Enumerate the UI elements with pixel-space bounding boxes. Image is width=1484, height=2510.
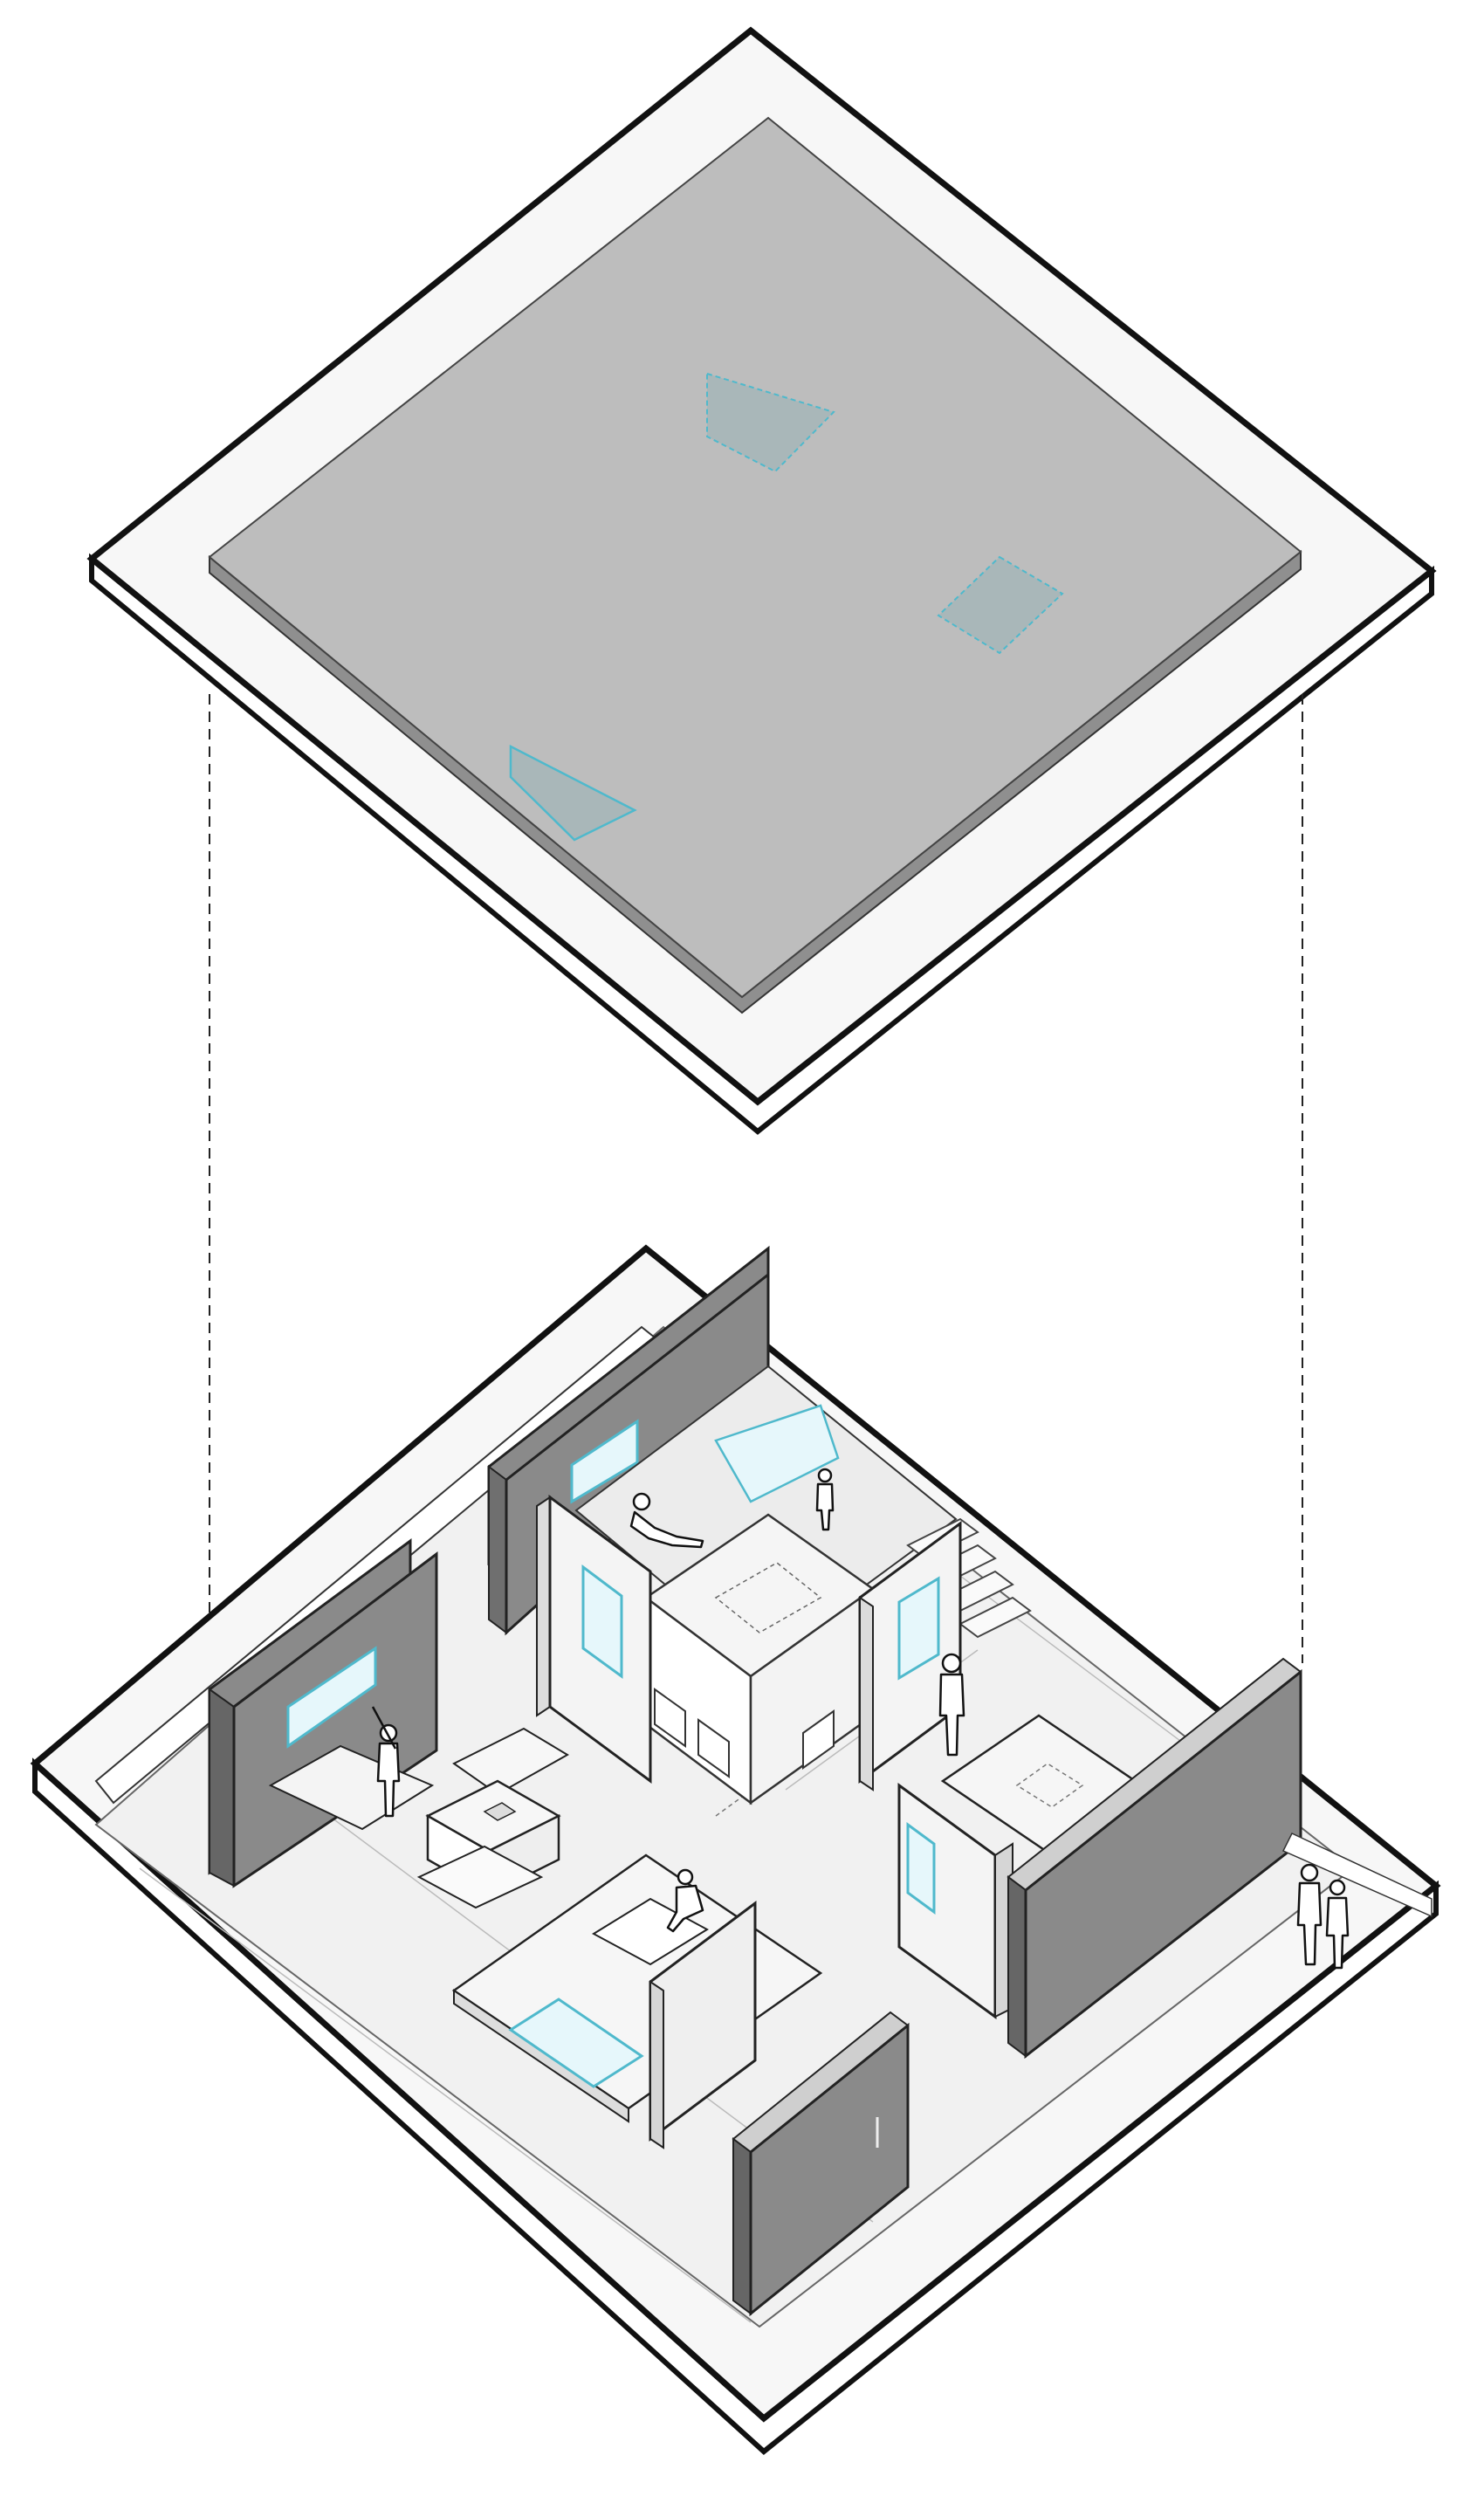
skylight-icon <box>706 372 835 473</box>
projection-lines <box>209 694 1303 1681</box>
wall-panel-right-center-side <box>859 1596 874 1791</box>
roof-slab <box>208 116 1302 999</box>
upper-deck-skylight <box>714 1404 840 1503</box>
window-icon <box>581 1564 623 1679</box>
wall-panel-left-center-side <box>536 1496 551 1717</box>
table-top <box>452 1727 569 1796</box>
left-wall-dark-face <box>232 1551 438 1888</box>
person-figure-icon <box>938 1653 965 1757</box>
people <box>371 1468 1350 1970</box>
skylight-icon <box>937 555 1064 655</box>
entry-strip <box>1281 1833 1432 1918</box>
cube-inset <box>483 1802 517 1821</box>
storage-niches <box>654 1688 835 1778</box>
window-icon <box>906 1822 936 1915</box>
window-icon <box>286 1646 377 1749</box>
skylight-icon <box>508 1998 644 2088</box>
person-figure-icon <box>629 1492 704 1549</box>
person-figure-icon <box>371 1706 401 1818</box>
base-slab <box>416 1845 544 1909</box>
back-wall-dark-side <box>488 1465 507 1634</box>
person-figure-icon <box>1296 1863 1323 1966</box>
front-wall-dark-main <box>749 2022 910 2317</box>
roof-layer <box>86 26 1437 1135</box>
wall-panel-front-center-side <box>649 1980 664 2149</box>
window-icon <box>570 1419 639 1504</box>
person-figure-icon <box>815 1468 835 1531</box>
person-figure-icon <box>1325 1879 1350 1970</box>
window-icon <box>897 1576 940 1681</box>
skylight-icon <box>509 744 637 842</box>
person-figure-icon <box>666 1868 704 1933</box>
left-wall-dark-side <box>209 1688 235 1888</box>
central-block-dashed <box>714 1562 822 1633</box>
right-platform-dashed <box>1015 1763 1084 1808</box>
floor-layer <box>30 1244 1441 2455</box>
front-wall-dark-side <box>732 2137 752 2315</box>
right-wall-dark-face <box>1007 1875 1027 2058</box>
